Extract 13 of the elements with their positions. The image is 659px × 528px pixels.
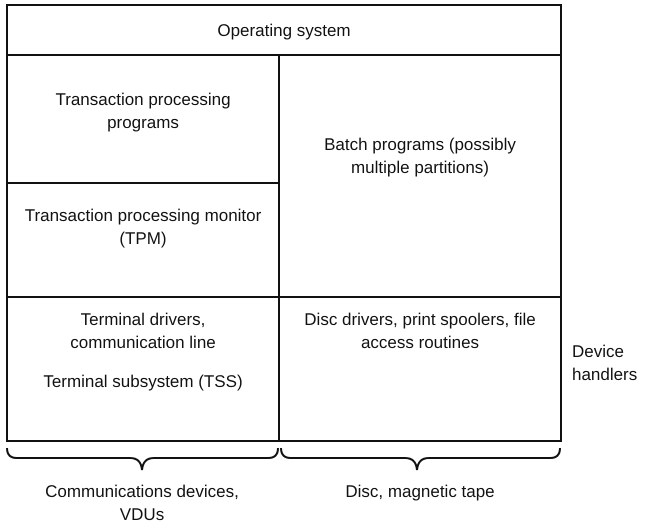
layer-label: Terminal drivers, communication line xyxy=(69,309,217,354)
layer-label: Operating system xyxy=(217,20,351,42)
brace-label: Disc, magnetic tape xyxy=(344,481,496,503)
layer-label: Disc drivers, print spoolers, file access routines xyxy=(303,309,537,354)
layer-subtitle: Terminal subsystem (TSS) xyxy=(43,371,243,393)
side-label: Device handlers xyxy=(572,341,638,386)
layer-label: Transaction processing monitor (TPM) xyxy=(24,205,262,250)
layer-box xyxy=(6,296,280,442)
layer-box xyxy=(278,296,562,442)
layer-label: Transaction processing programs xyxy=(54,89,232,134)
layer-box xyxy=(6,4,562,56)
layer-label: Batch programs (possibly multiple partitions) xyxy=(323,134,517,179)
brace-label: Communications devices, VDUs xyxy=(44,481,240,526)
